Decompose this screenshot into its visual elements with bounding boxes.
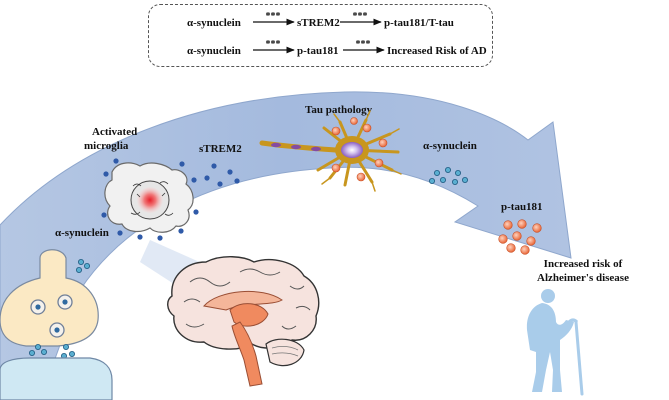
label-ptau181: p-tau181 bbox=[501, 201, 543, 213]
row1-significance-2: *** bbox=[353, 11, 368, 22]
row2-significance-2: *** bbox=[356, 39, 371, 50]
label-tau-pathology: Tau pathology bbox=[305, 104, 373, 116]
label-alzheimers-disease: Alzheimer's disease bbox=[537, 272, 629, 284]
label-activated: Activated bbox=[92, 126, 137, 138]
vesicle-3-content bbox=[54, 327, 60, 333]
microglia-nucleus bbox=[137, 187, 163, 213]
label-microglia: microglia bbox=[84, 140, 129, 152]
tau-neuron bbox=[259, 110, 402, 192]
strem2-dots bbox=[204, 163, 240, 187]
row2-ptau181: p-tau181 bbox=[297, 45, 339, 57]
vesicle-2-content bbox=[62, 299, 68, 305]
brain-cerebellum bbox=[265, 338, 305, 367]
row1-significance-1: *** bbox=[266, 11, 281, 22]
vesicle-1-content bbox=[35, 304, 41, 310]
ptau181-dots bbox=[498, 219, 542, 255]
presynaptic-terminal bbox=[0, 249, 99, 347]
brain-stem bbox=[231, 321, 263, 387]
alpha-synuclein-dots-right bbox=[428, 166, 468, 185]
summary-row-2: α-synuclein *** p-tau181 *** Increased R… bbox=[187, 39, 487, 57]
alpha-synuclein-dots-left bbox=[76, 258, 91, 273]
summary-row-1: α-synuclein *** sTREM2 *** p-tau181/T-ta… bbox=[187, 11, 454, 29]
row2-increased-risk: Increased Risk of AD bbox=[387, 45, 487, 57]
walking-cane-handle bbox=[567, 318, 579, 324]
neuron-nucleus bbox=[341, 142, 363, 158]
row1-alpha-synuclein: α-synuclein bbox=[187, 17, 241, 29]
summary-box bbox=[148, 4, 493, 67]
label-strem2: sTREM2 bbox=[199, 143, 242, 155]
microglia-cell bbox=[101, 158, 199, 241]
microglia-strem2-dots bbox=[101, 158, 199, 241]
row2-alpha-synuclein: α-synuclein bbox=[187, 45, 241, 57]
label-increased-risk-of: Increased risk of bbox=[544, 258, 623, 270]
label-alpha-synuclein-right: α-synuclein bbox=[423, 140, 477, 152]
row1-strem2: sTREM2 bbox=[297, 17, 340, 29]
label-alpha-synuclein-left: α-synuclein bbox=[55, 227, 109, 239]
postsynaptic-membrane bbox=[0, 357, 113, 400]
walking-cane bbox=[574, 320, 584, 396]
brain-illustration bbox=[167, 256, 320, 387]
row1-ptau-ratio: p-tau181/T-tau bbox=[384, 17, 454, 29]
row2-significance-1: *** bbox=[266, 39, 281, 50]
synapse-illustration bbox=[0, 249, 113, 400]
neuron-tau-aggregates bbox=[331, 117, 388, 182]
elderly-person-silhouette bbox=[526, 289, 574, 392]
